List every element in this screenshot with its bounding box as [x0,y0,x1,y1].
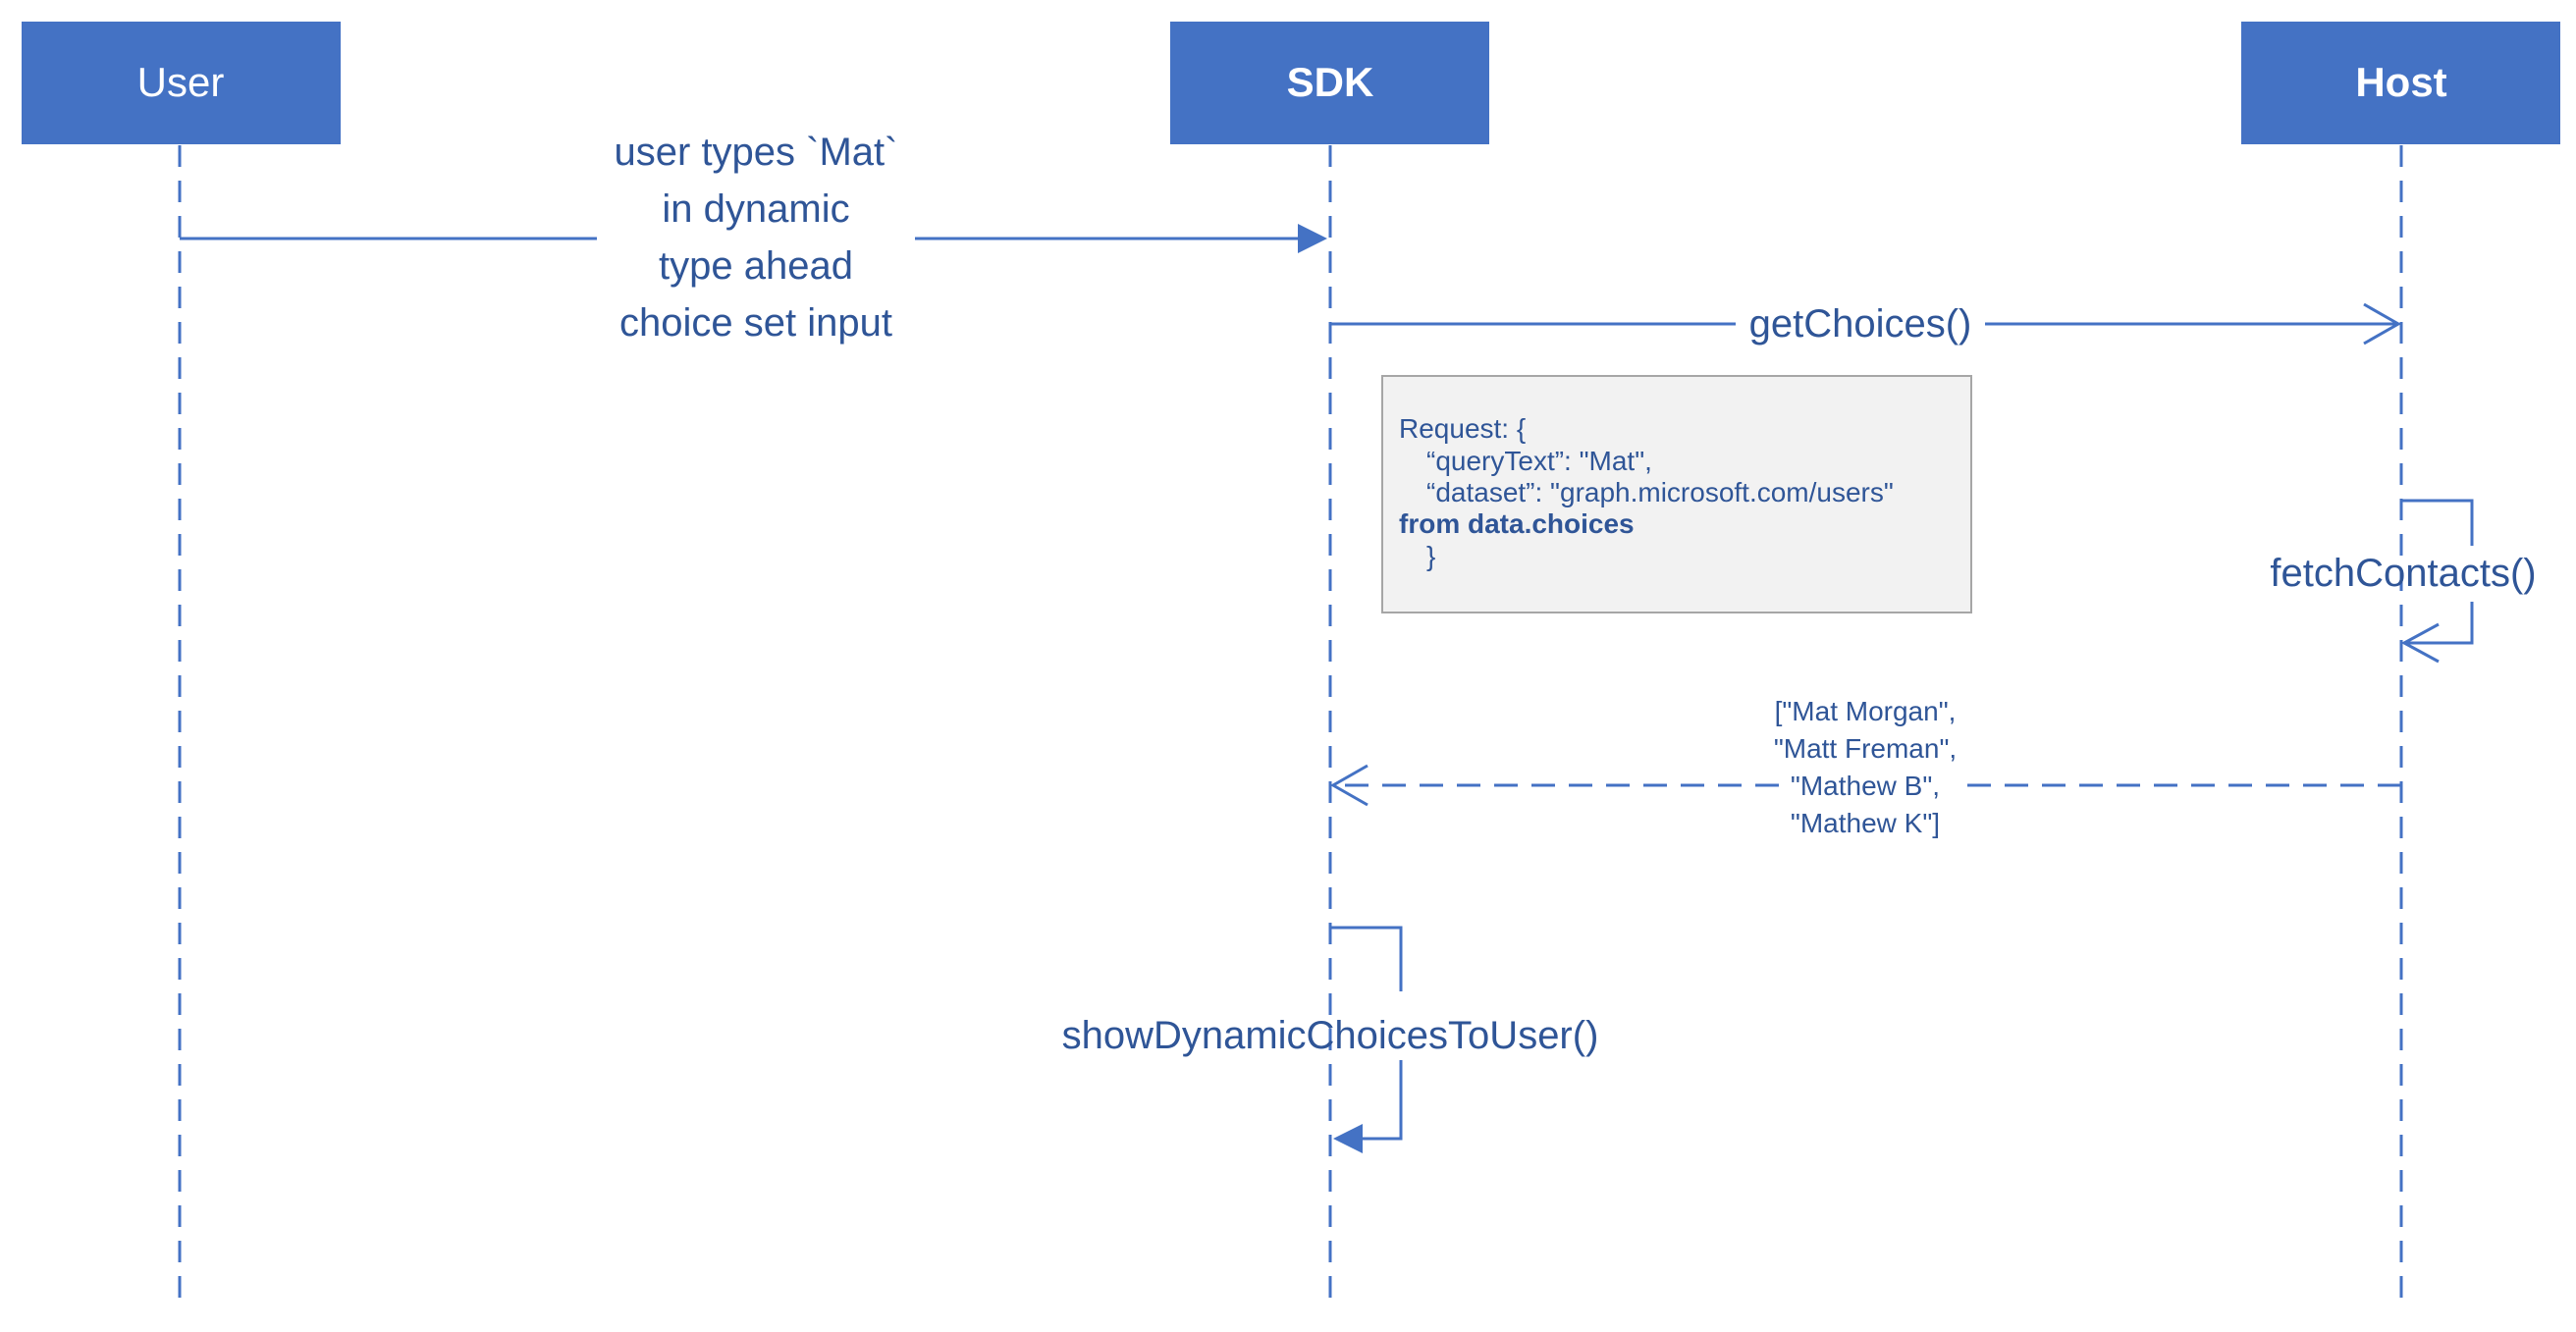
return-line-3: "Mathew B", [1791,771,1940,801]
message-user-input-line-4: choice set input [619,301,892,345]
actor-host: Host [2241,22,2560,144]
note-line-3: “dataset”: "graph.microsoft.com/users" [1426,477,1894,507]
note-line-5: } [1426,541,1435,571]
message-fetch-contacts: fetchContacts() [2270,499,2537,664]
actor-sdk: SDK [1170,22,1489,144]
actor-host-label: Host [2355,59,2446,105]
note-line-1: Request: { [1399,413,1526,444]
message-show-choices-label: showDynamicChoicesToUser() [1062,1014,1599,1057]
actor-user: User [22,22,341,144]
return-line-1: ["Mat Morgan", [1775,696,1957,726]
message-get-choices-label: getChoices() [1749,302,1972,346]
message-show-choices: showDynamicChoicesToUser() [1062,926,1599,1153]
request-note: Request: { “queryText”: "Mat", “dataset”… [1381,375,1972,613]
message-user-input-line-1: user types `Mat` [615,131,898,174]
actor-user-label: User [137,59,225,105]
note-line-2: “queryText”: "Mat", [1426,446,1652,476]
message-user-input-line-3: type ahead [659,244,853,288]
message-get-choices: getChoices() [1330,302,2402,346]
return-line-4: "Mathew K"] [1791,808,1940,838]
return-line-2: "Matt Freman", [1774,733,1957,764]
message-user-input: user types `Mat` in dynamic type ahead c… [180,131,1327,345]
message-user-input-line-2: in dynamic [662,187,849,231]
message-fetch-contacts-label: fetchContacts() [2270,552,2536,595]
message-return-choices: ["Mat Morgan", "Matt Freman", "Mathew B"… [1329,696,2401,838]
actor-sdk-label: SDK [1287,59,1374,105]
note-line-4: from data.choices [1399,508,1635,539]
